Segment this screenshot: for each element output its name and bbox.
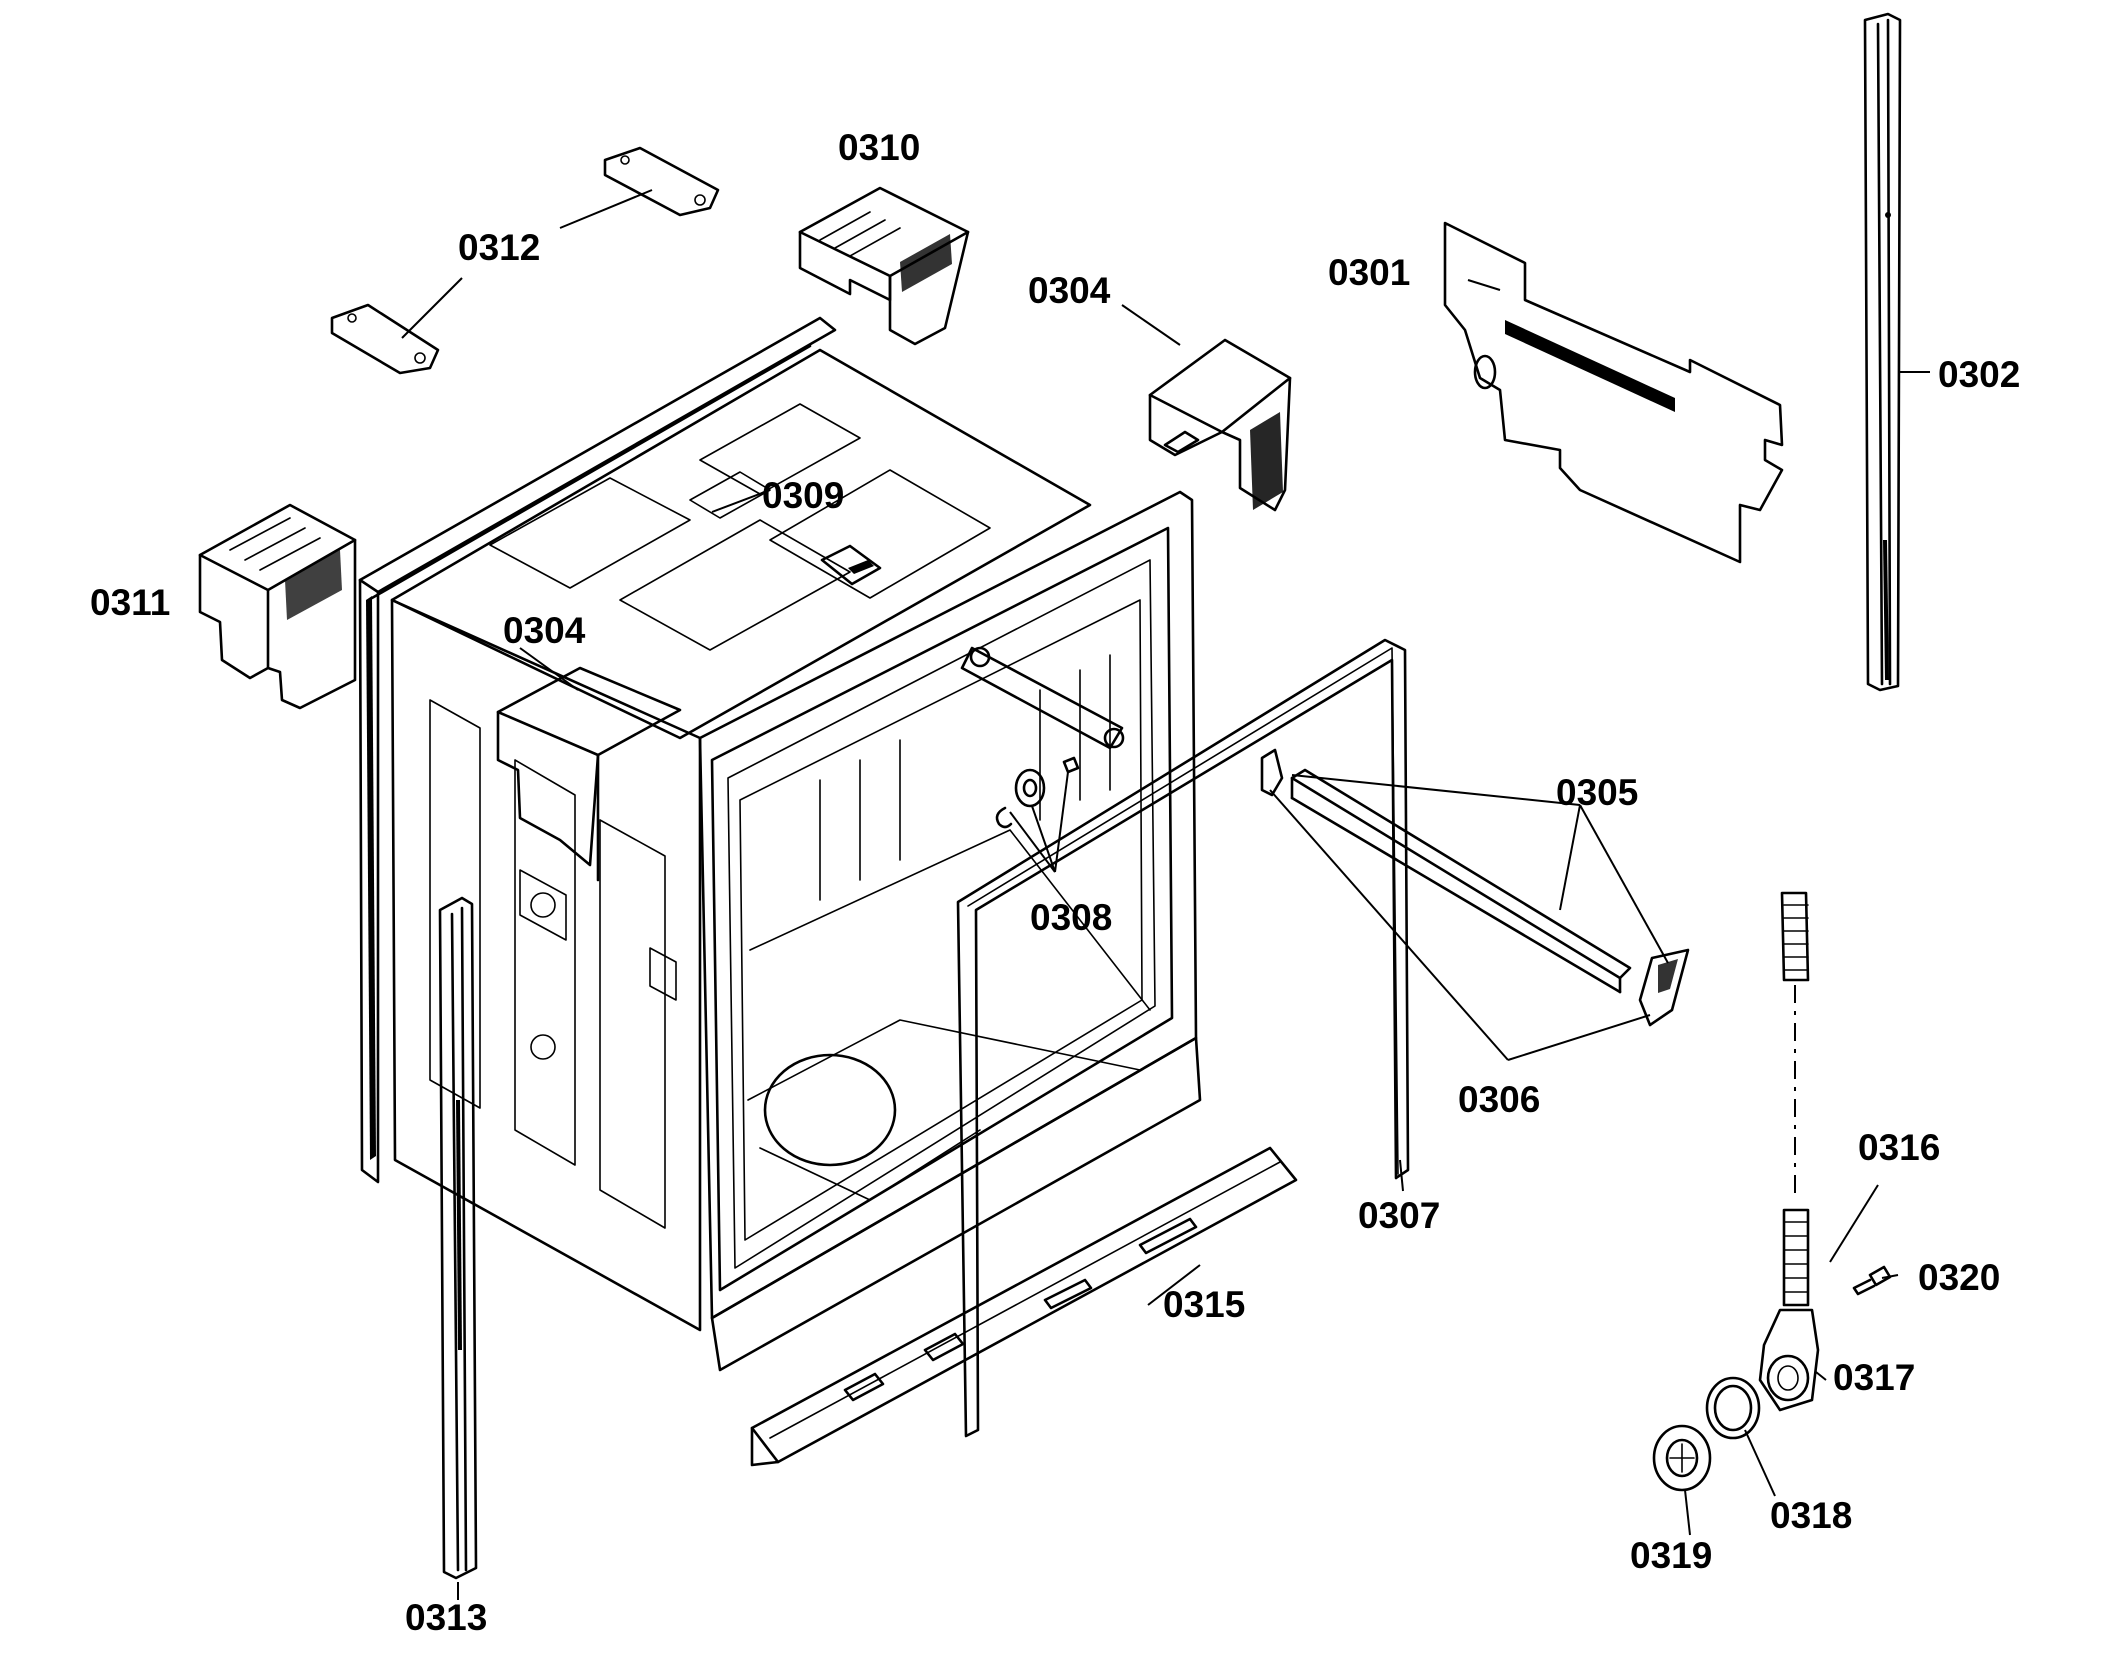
insulation-panel (1443, 221, 1784, 564)
label-0302: 0302 (1938, 354, 2020, 395)
label-0301: 0301 (1328, 252, 1410, 293)
label-0304-top: 0304 (1028, 270, 1111, 311)
part-labels: 0310 0312 0304 0301 0302 0309 0311 0304 … (90, 127, 2020, 1638)
label-0317: 0317 (1833, 1357, 1915, 1398)
label-0310: 0310 (838, 127, 920, 168)
label-0304-side: 0304 (503, 610, 586, 651)
hinge-plate-upper (603, 146, 720, 217)
vertical-side-strip-left (438, 896, 478, 1580)
drain-screw (1852, 1265, 1892, 1296)
label-0305: 0305 (1556, 772, 1638, 813)
top-right-bracket (1148, 338, 1292, 512)
vertical-side-strip-right (1863, 12, 1902, 692)
leader-lines (401, 189, 1930, 1600)
tub-side-bracket (496, 666, 682, 882)
drain-hose (1780, 891, 1810, 1307)
door-seal (956, 638, 1410, 1438)
label-0315: 0315 (1163, 1284, 1245, 1325)
label-0320: 0320 (1918, 1257, 2000, 1298)
label-0319: 0319 (1630, 1535, 1712, 1576)
label-0309: 0309 (762, 475, 844, 516)
drain-cap (1652, 1424, 1712, 1492)
drain-elbow (1758, 1308, 1820, 1412)
drain-gasket (1705, 1376, 1761, 1440)
base-kick-plate (750, 1146, 1298, 1467)
label-0307: 0307 (1358, 1195, 1440, 1236)
label-0318: 0318 (1770, 1495, 1852, 1536)
label-0306: 0306 (1458, 1079, 1540, 1120)
roller-clip-set (995, 756, 1080, 829)
hinge-plate-lower (330, 303, 440, 375)
label-0311: 0311 (90, 582, 170, 623)
label-0316: 0316 (1858, 1127, 1940, 1168)
label-0312: 0312 (458, 227, 540, 268)
rail-assembly (1260, 748, 1690, 1027)
label-0308: 0308 (1030, 897, 1112, 938)
label-0313: 0313 (405, 1597, 487, 1638)
top-latch-bracket (798, 186, 970, 346)
side-latch-bracket (198, 503, 357, 710)
